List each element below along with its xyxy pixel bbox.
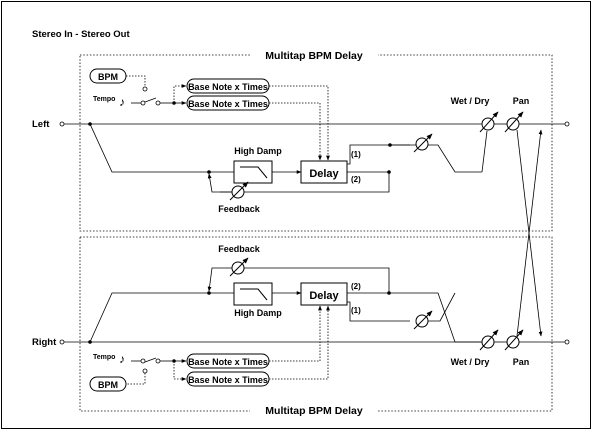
bottom-pan-knob [504,329,524,351]
bottom-tempo-label: Tempo [93,354,115,361]
bottom-feedback-label: Feedback [218,244,261,254]
svg-text:Delay: Delay [309,290,339,302]
svg-text:BPM: BPM [98,72,118,82]
top-pan-label: Pan [513,96,530,106]
top-delay-block: Delay [300,160,348,184]
right-input-jack [59,339,65,345]
bottom-tap1-label: (1) [351,306,361,315]
left-input-label: Left [32,119,50,130]
svg-text:Delay: Delay [309,168,339,180]
left-input-jack [59,121,65,127]
bottom-block-title: Multitap BPM Delay [265,405,363,417]
svg-text:BPM: BPM [98,380,118,390]
left-output-jack [564,121,570,127]
svg-text:Base Note x Times: Base Note x Times [188,82,268,92]
top-pan-knob [504,111,524,133]
top-block-title: Multitap BPM Delay [265,50,363,62]
right-input-label: Right [32,337,57,348]
top-feedback-label: Feedback [218,204,261,214]
bottom-pan-label: Pan [513,357,530,367]
bottom-high-damp-filter [233,282,273,306]
bottom-tap2-label: (2) [351,282,361,291]
diagram-title: Stereo In - Stereo Out [32,29,130,40]
top-tap1-label: (1) [351,150,361,159]
top-wet-dry-label: Wet / Dry [451,96,490,106]
bottom-high-damp-label: High Damp [234,308,282,318]
top-feedback-knob [229,181,249,201]
bottom-delay-block: Delay [300,282,348,306]
top-base-note-1: Base Note x Times [186,78,270,94]
top-high-damp-label: High Damp [234,146,282,156]
svg-text:Base Note x Times: Base Note x Times [188,357,268,367]
pan-crossfeed [516,129,543,337]
right-output-jack [564,339,570,345]
svg-text:Base Note x Times: Base Note x Times [188,375,268,385]
bottom-block-frame [79,236,553,412]
top-wet-dry-knob [479,111,499,133]
top-block-frame [79,54,553,232]
bottom-tempo-note-icon: ♪ [119,352,125,366]
top-base-note-2: Base Note x Times [186,95,270,111]
bottom-tap1-level-knob [413,310,433,330]
top-high-damp-filter [233,160,273,184]
bottom-feedback-knob [229,257,249,277]
top-bpm-control: BPM [89,68,127,84]
bottom-wet-dry-label: Wet / Dry [451,357,490,367]
bottom-base-note-2: Base Note x Times [186,371,270,387]
bottom-wet-dry-knob [479,329,499,351]
svg-text:Base Note x Times: Base Note x Times [188,99,268,109]
bottom-base-note-1: Base Note x Times [186,353,270,369]
top-tap2-label: (2) [351,175,361,184]
bottom-bpm-control: BPM [89,376,127,392]
top-tempo-label: Tempo [93,96,115,103]
top-tap1-level-knob [413,133,433,153]
top-tempo-note-icon: ♪ [119,95,125,109]
